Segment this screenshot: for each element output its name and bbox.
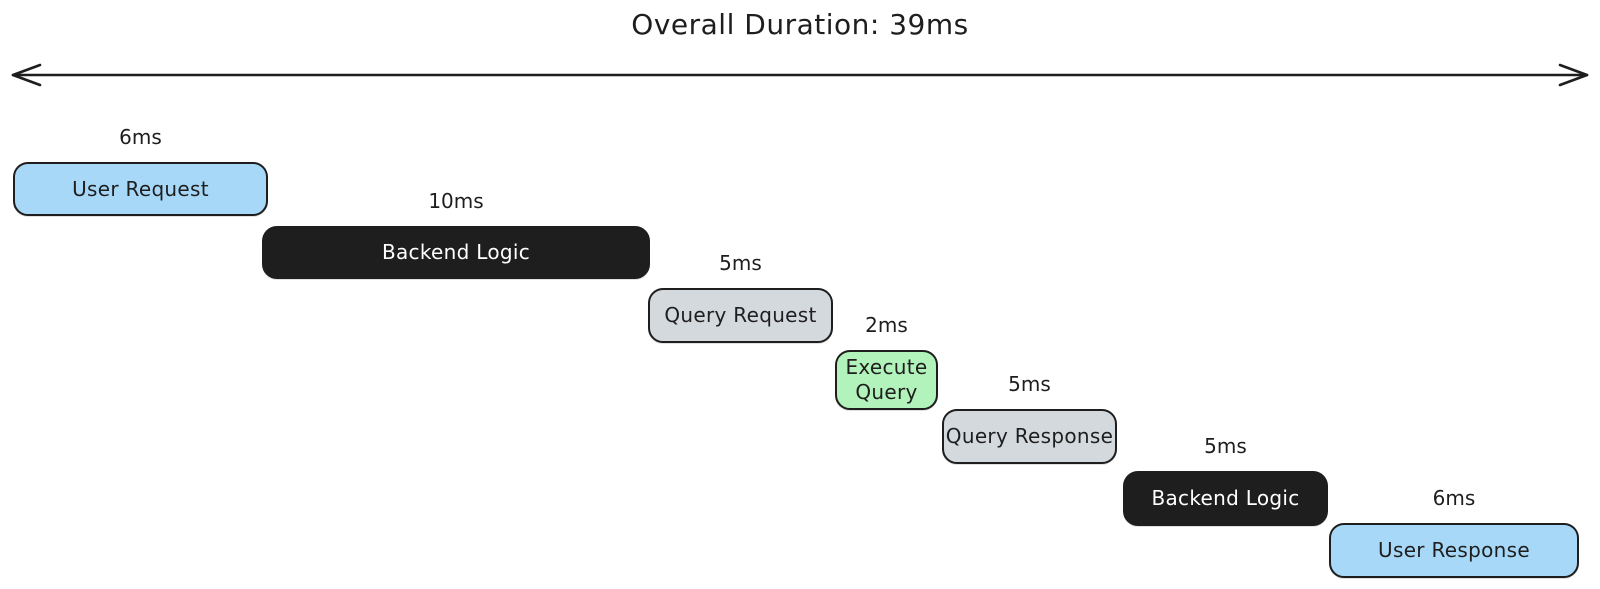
step-duration-label: 5ms [1008,372,1051,396]
step-box-label: Backend Logic [381,240,531,264]
step-box-label: Query Request [664,303,817,327]
step-box-label: User Request [72,176,209,201]
diagram-title: Overall Duration: 39ms [631,8,969,41]
arrow-head-right-icon [1558,63,1589,87]
step-box-label: User Response [1378,538,1530,562]
step-box: Query Request [648,288,833,343]
step-duration-label: 5ms [719,251,762,275]
step-duration-label: 2ms [865,313,908,337]
step-box: Query Response [942,409,1117,464]
step-box-label: Execute Query [845,355,928,404]
step-box: Execute Query [835,350,938,410]
step-box: User Request [13,162,268,216]
step-box: User Response [1329,523,1579,578]
step-box-label: Backend Logic [1151,486,1300,510]
step-box-label: Query Response [945,424,1114,448]
step-box: Backend Logic [262,226,650,279]
overall-duration-arrow [11,63,1589,87]
step-duration-label: 6ms [1432,486,1476,510]
arrow-head-left-icon [11,63,42,87]
step-duration-label: 6ms [119,125,162,149]
step-box: Backend Logic [1123,471,1328,526]
step-duration-label: 5ms [1204,434,1247,458]
step-duration-label: 10ms [428,189,484,213]
